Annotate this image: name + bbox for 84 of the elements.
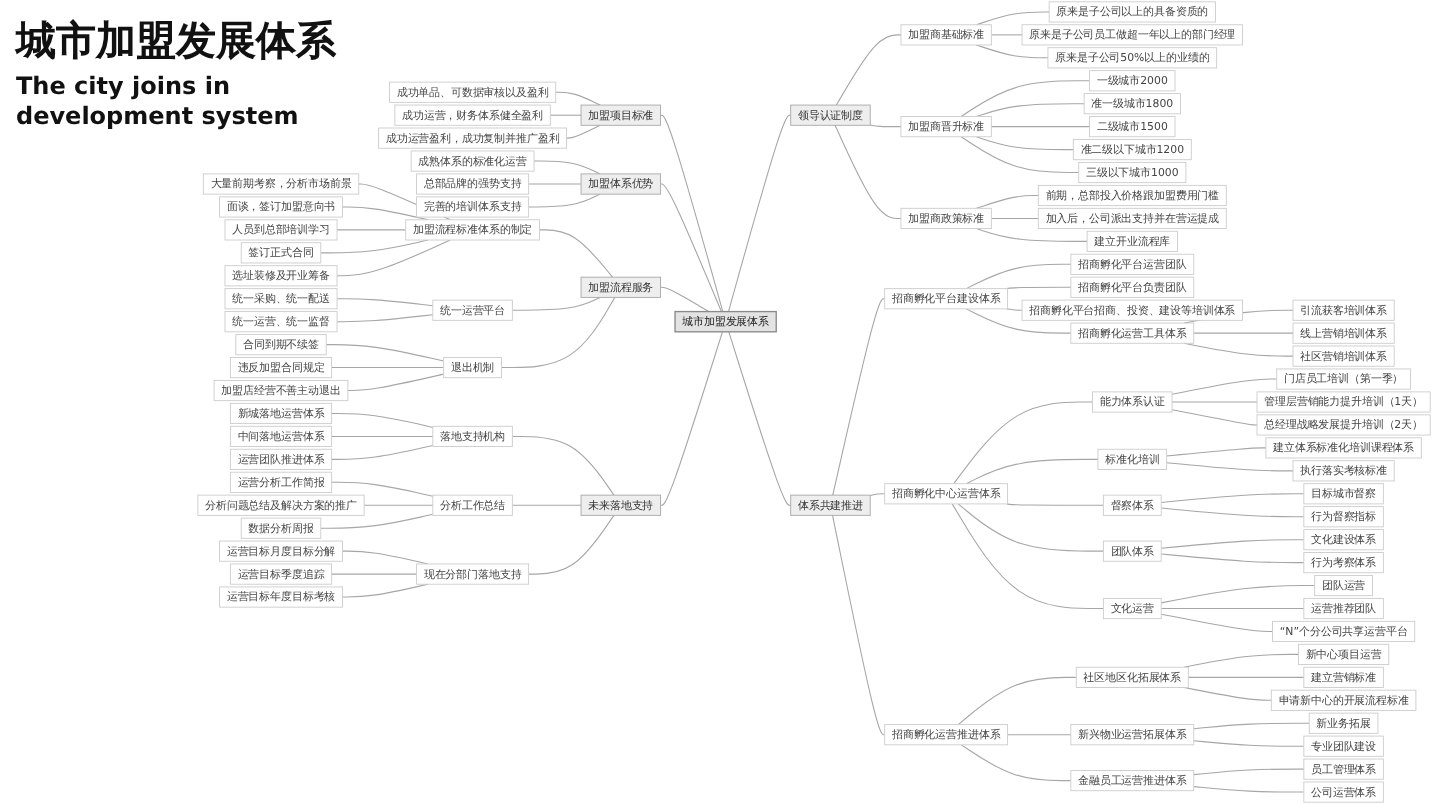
- connector: [500, 296, 616, 369]
- connector: [975, 44, 1049, 59]
- connector: [325, 344, 445, 362]
- connector: [1160, 493, 1305, 503]
- connector: [1166, 462, 1294, 472]
- connector: [727, 114, 792, 313]
- connector: [975, 103, 1085, 118]
- connector: [975, 136, 1074, 151]
- connector: [965, 308, 1072, 334]
- connector: [1160, 539, 1305, 549]
- connector: [965, 458, 1099, 485]
- connector: [965, 263, 1072, 290]
- connector: [528, 193, 601, 208]
- connector: [1006, 286, 1072, 290]
- connector: [533, 160, 601, 175]
- subtitle-text: The city joins in development system: [16, 72, 301, 132]
- connector: [331, 444, 434, 460]
- connector: [1193, 332, 1294, 334]
- connector: [331, 481, 434, 497]
- connector: [957, 503, 1104, 552]
- connector: [832, 514, 886, 736]
- connector: [1193, 768, 1305, 776]
- connector: [336, 298, 434, 307]
- connector: [1160, 613, 1273, 632]
- connector: [1166, 447, 1267, 457]
- connector: [555, 91, 601, 106]
- connector: [660, 114, 724, 313]
- connector: [566, 124, 601, 139]
- connector: [960, 80, 1091, 118]
- connector: [960, 136, 1080, 174]
- connector: [511, 296, 601, 311]
- connector: [869, 493, 886, 497]
- connector: [832, 298, 886, 496]
- connector: [975, 228, 1088, 242]
- connector: [834, 124, 902, 219]
- connector: [1160, 607, 1305, 610]
- connector: [549, 114, 582, 116]
- connector: [320, 513, 434, 529]
- connector: [336, 239, 451, 277]
- connector: [336, 229, 407, 231]
- connector: [1160, 553, 1305, 564]
- diagram-title: 城市加盟发展体系: [16, 16, 338, 64]
- connector: [1007, 734, 1072, 736]
- connector: [1160, 507, 1305, 518]
- connector: [990, 217, 1039, 219]
- connector: [951, 503, 1104, 610]
- connector: [511, 504, 582, 506]
- connector: [528, 183, 582, 185]
- connector: [1171, 378, 1278, 395]
- connector: [528, 514, 615, 575]
- connector: [1183, 686, 1272, 701]
- connector: [1193, 722, 1310, 730]
- connector: [363, 504, 434, 506]
- connector: [1171, 401, 1258, 403]
- connector: [728, 331, 792, 506]
- connector: [1193, 740, 1305, 747]
- connector: [1006, 308, 1023, 311]
- connector: [511, 435, 615, 496]
- connector: [975, 194, 1039, 209]
- connector: [960, 744, 1072, 782]
- connector: [331, 367, 445, 369]
- connector: [835, 34, 902, 106]
- connector: [990, 34, 1023, 36]
- connector: [1171, 409, 1258, 426]
- connector: [331, 573, 418, 575]
- connector: [1006, 503, 1104, 506]
- connector: [660, 183, 722, 313]
- connector: [336, 314, 434, 323]
- connector: [990, 126, 1091, 128]
- connector: [1187, 676, 1305, 678]
- connector: [1183, 653, 1299, 668]
- connector: [1160, 585, 1316, 604]
- connector: [341, 583, 429, 598]
- connector: [975, 11, 1050, 26]
- connector: [660, 286, 710, 313]
- connector: [869, 124, 902, 128]
- connector: [953, 401, 1094, 485]
- connector: [331, 412, 434, 428]
- connector: [538, 229, 614, 278]
- connector: [347, 373, 445, 392]
- connector: [1193, 786, 1305, 793]
- connector: [957, 676, 1077, 726]
- connector: [331, 435, 434, 437]
- connector: [660, 331, 723, 506]
